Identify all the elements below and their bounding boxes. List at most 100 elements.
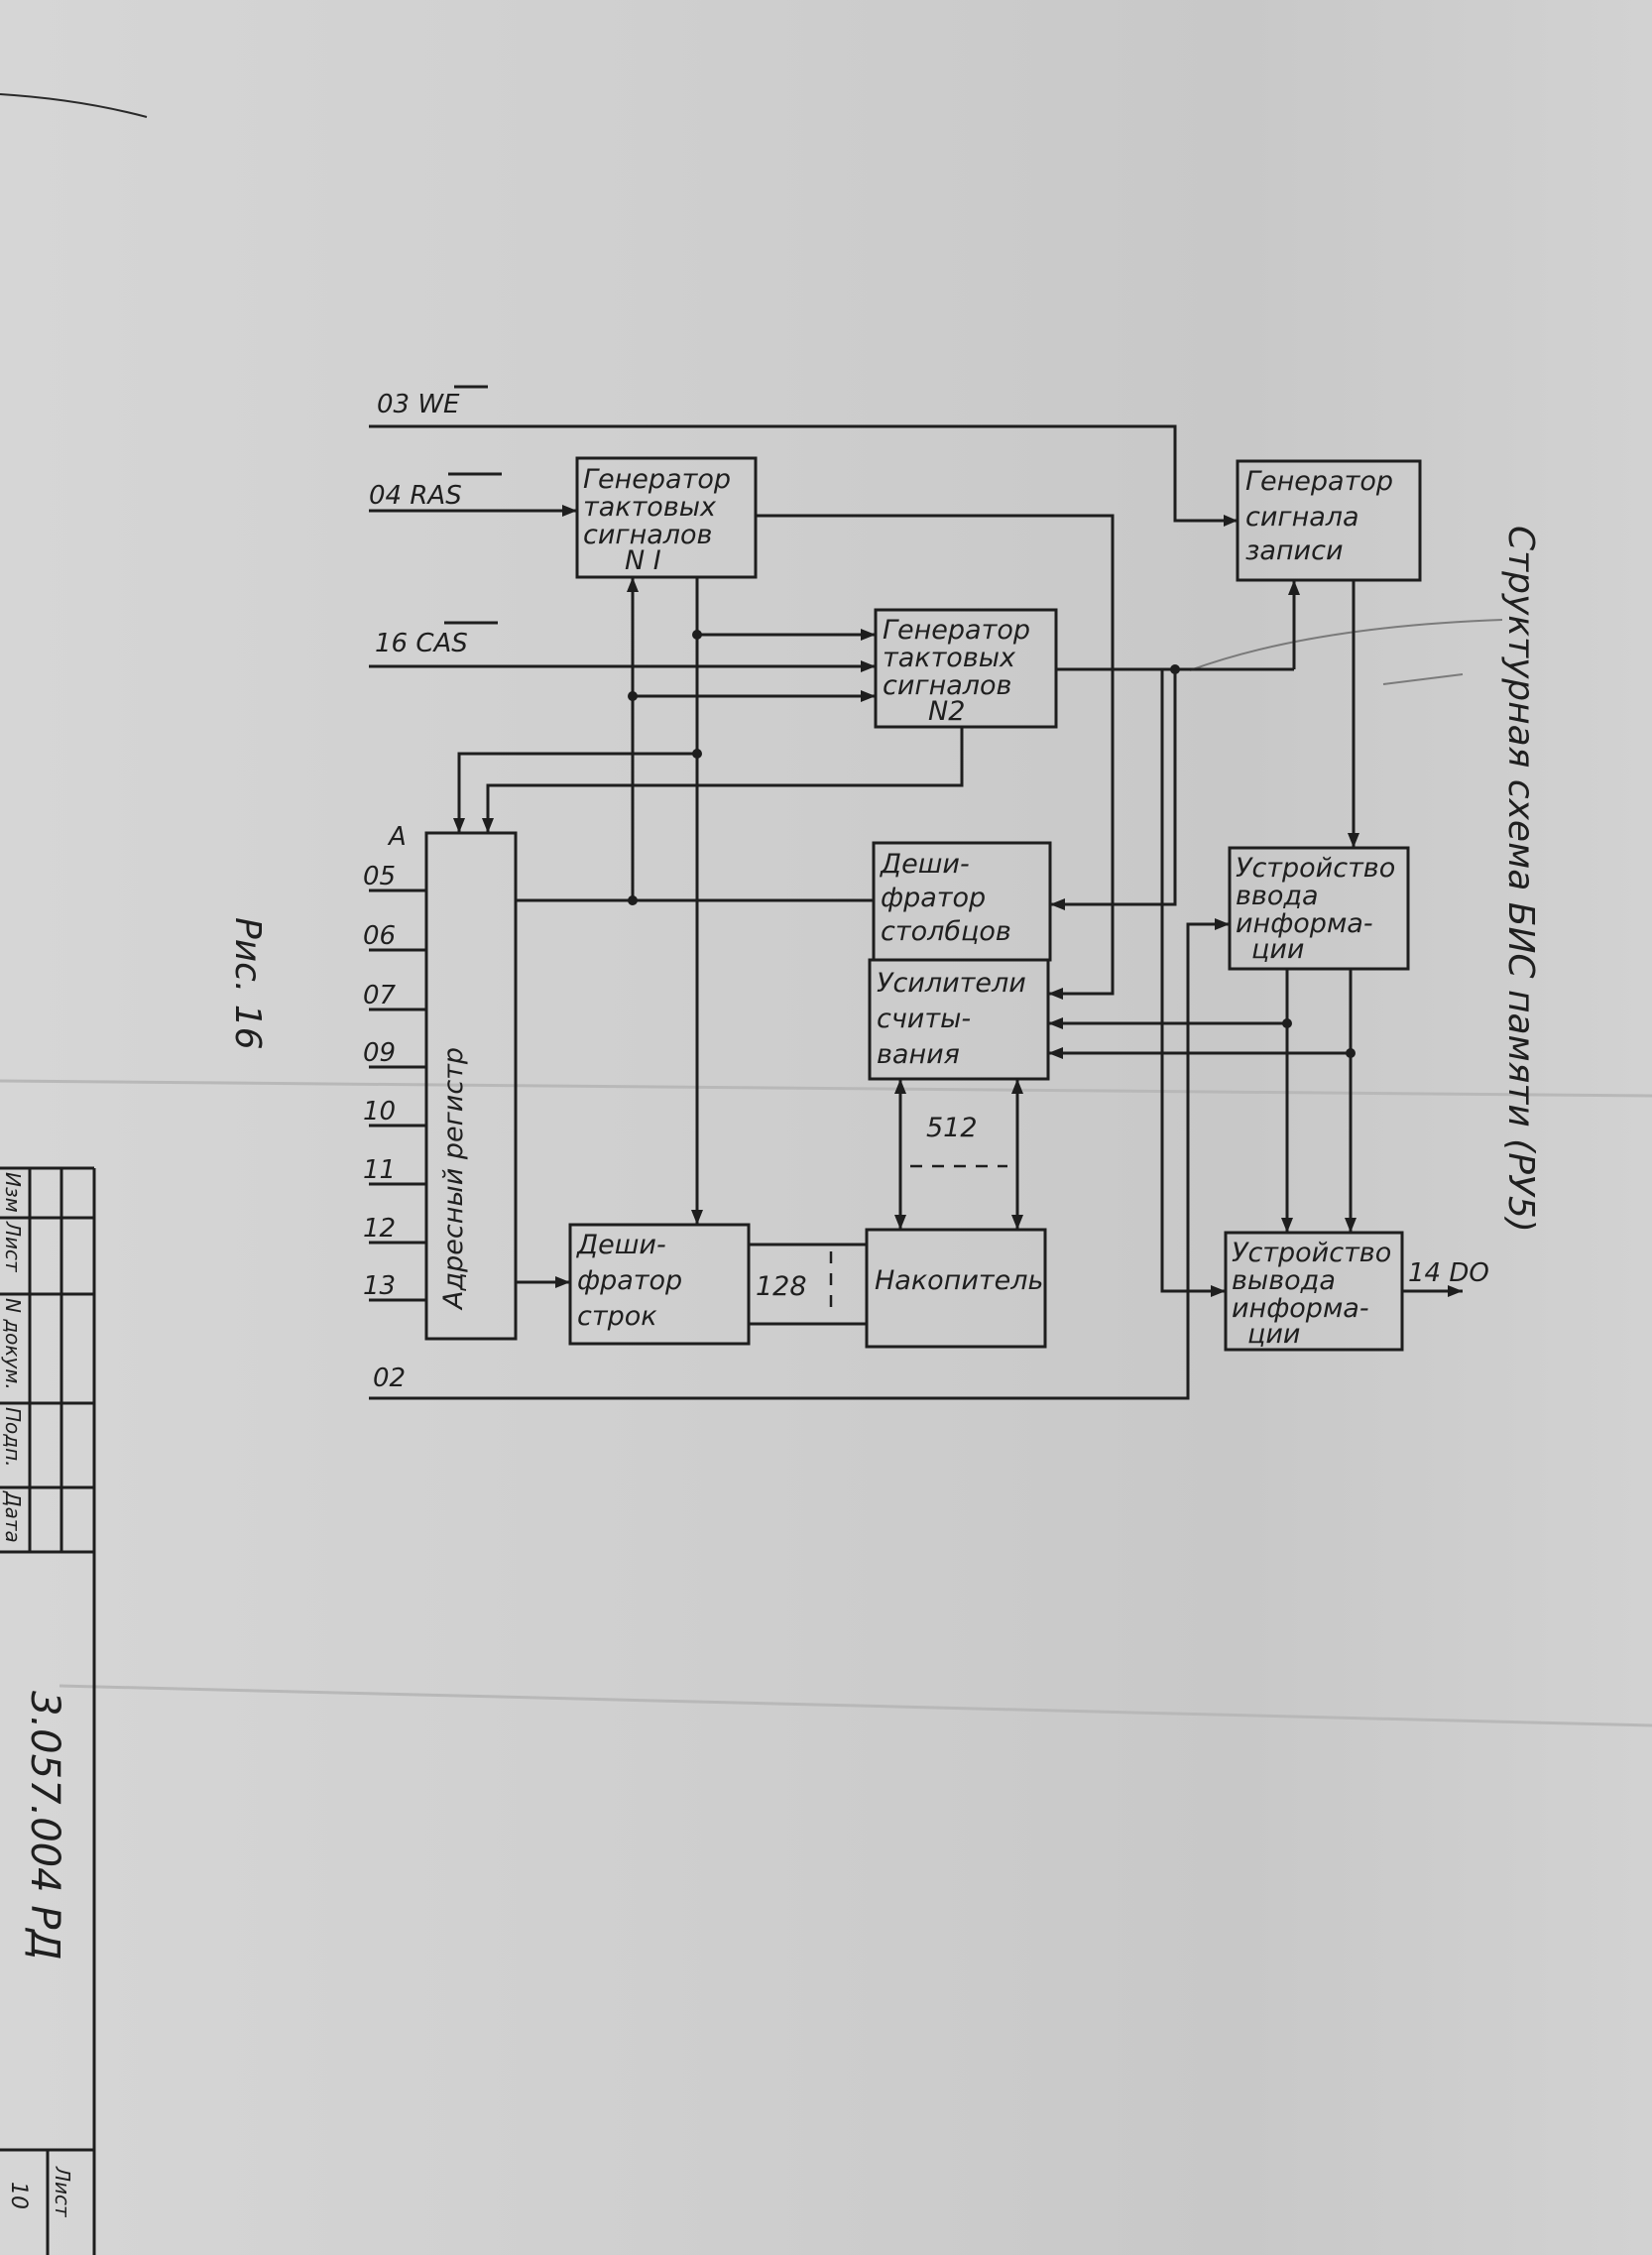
- svg-text:Усилители: Усилители: [877, 968, 1026, 999]
- stamp-sheet-number: 10: [6, 2182, 31, 2209]
- arrow-head: [1048, 1047, 1063, 1059]
- write-signal-generator: Генератор сигнала записи: [1236, 459, 1422, 582]
- arrow-head: [1281, 1218, 1293, 1233]
- addr-pin-09: 09: [363, 1038, 396, 1068]
- junction: [692, 630, 702, 640]
- arrow-head: [894, 1079, 906, 1094]
- svg-text:фратор: фратор: [577, 1265, 682, 1296]
- svg-text:Адресный регистр: Адресный регистр: [438, 1047, 469, 1311]
- svg-text:Генератор: Генератор: [1245, 466, 1393, 497]
- svg-text:вывода: вывода: [1232, 1265, 1336, 1296]
- arrow-head: [691, 1210, 703, 1225]
- wire-gen2-to-output: [1160, 669, 1226, 1293]
- arrow-head: [482, 818, 494, 833]
- addr-pin-12: 12: [363, 1214, 396, 1244]
- svg-text:считы-: считы-: [877, 1004, 971, 1034]
- bus-128-label: 128: [756, 1271, 807, 1302]
- svg-text:сигнала: сигнала: [1245, 502, 1359, 533]
- svg-text:Генератор: Генератор: [583, 464, 731, 495]
- arrow-head: [861, 629, 876, 641]
- svg-text:тактовых: тактовых: [583, 492, 717, 523]
- svg-text:ции: ции: [1251, 934, 1304, 965]
- arrow-head: [453, 818, 465, 833]
- svg-text:сигналов: сигналов: [883, 670, 1011, 701]
- svg-text:вания: вания: [877, 1039, 960, 1070]
- pencil-mark: [0, 93, 148, 118]
- pin-label-we: 03 WE: [377, 390, 460, 419]
- svg-text:ции: ции: [1247, 1319, 1300, 1350]
- stamp-header-doc: N докум.: [1, 1298, 25, 1390]
- svg-text:N I: N I: [625, 545, 661, 576]
- arrow-head: [861, 660, 876, 672]
- svg-text:Деши-: Деши-: [576, 1230, 666, 1260]
- pin-label-din: 02: [373, 1364, 406, 1393]
- pin-label-dout: 14 DO: [1408, 1258, 1489, 1288]
- arrow-head: [1348, 833, 1359, 848]
- svg-text:N2: N2: [928, 696, 965, 727]
- arrow-head: [1448, 1285, 1463, 1297]
- row-decoder: Деши- фратор строк: [568, 1223, 751, 1346]
- storage-array: Накопитель: [865, 1228, 1047, 1349]
- pencil-mark: [1382, 673, 1464, 685]
- arrow-head: [1048, 1017, 1063, 1029]
- svg-text:ввода: ввода: [1236, 881, 1319, 911]
- wire-gen1-to-sense: [756, 514, 1115, 996]
- svg-text:информа-: информа-: [1232, 1293, 1369, 1324]
- svg-text:Генератор: Генератор: [883, 615, 1030, 646]
- svg-text:столбцов: столбцов: [881, 916, 1011, 947]
- arrow-head: [1048, 988, 1063, 1000]
- paper-fold: [59, 1684, 1652, 1727]
- arrow-head: [1011, 1079, 1023, 1094]
- wire-gen2-to-col-decoder: [1050, 669, 1177, 906]
- column-decoder: Деши- фратор столбцов: [872, 841, 1052, 962]
- arrow-head: [1011, 1215, 1023, 1230]
- arrow-head: [555, 1276, 570, 1288]
- paper-fold: [0, 1079, 1652, 1098]
- stamp-doc-number: 3.057.004 РД: [22, 1691, 67, 1960]
- arrow-head: [861, 690, 876, 702]
- wire-gen2-to-addr-reg: [486, 727, 964, 833]
- arrow-head: [1288, 580, 1300, 595]
- data-input-device: Устройство ввода информа- ции: [1228, 846, 1410, 971]
- addr-pin-05: 05: [363, 862, 396, 891]
- pin-label-ras: 04 RAS: [369, 481, 462, 511]
- wire-gen1-to-addr-reg: [457, 752, 697, 833]
- svg-text:Устройство: Устройство: [1236, 853, 1395, 884]
- address-register: Адресный регистр: [424, 831, 518, 1341]
- wire-din-to-input: [369, 922, 1230, 1400]
- svg-text:записи: записи: [1245, 535, 1344, 566]
- wire-input-to-sense-b: [1048, 969, 1353, 1055]
- addr-pin-11: 11: [363, 1155, 396, 1185]
- arrow-head: [1050, 898, 1065, 910]
- svg-text:Устройство: Устройство: [1232, 1238, 1391, 1268]
- sense-amplifiers: Усилители считы- вания: [868, 958, 1050, 1081]
- figure-caption: Рис. 16: [227, 917, 268, 1050]
- title-stamp: Изм Лист N докум. Подп. Дата 3.057.004 Р…: [0, 1166, 96, 2255]
- junction: [692, 749, 702, 759]
- addr-pin-07: 07: [363, 981, 397, 1010]
- svg-text:тактовых: тактовых: [883, 643, 1016, 673]
- bus-512-label: 512: [926, 1113, 978, 1143]
- svg-text:Накопитель: Накопитель: [875, 1265, 1043, 1296]
- clock-generator-1: Генератор тактовых сигналов N I: [575, 456, 758, 579]
- stamp-header-izm: Изм: [1, 1172, 25, 1213]
- stamp-header-sign: Подп.: [1, 1407, 25, 1468]
- pencil-mark: [1189, 619, 1503, 671]
- data-output-device: Устройство вывода информа- ции: [1224, 1231, 1404, 1352]
- svg-text:сигналов: сигналов: [583, 520, 712, 550]
- addr-pin-10: 10: [363, 1097, 396, 1127]
- addr-pin-13: 13: [363, 1271, 396, 1301]
- arrow-head: [1224, 515, 1238, 527]
- wire-input-to-sense-a: [1048, 969, 1289, 1025]
- junction: [628, 691, 638, 701]
- svg-text:информа-: информа-: [1236, 908, 1373, 939]
- arrow-head: [562, 505, 577, 517]
- stamp-header-list: Лист: [1, 1221, 25, 1273]
- arrow-head: [1345, 1218, 1357, 1233]
- pin-label-cas: 16 CAS: [375, 629, 468, 658]
- svg-text:строк: строк: [577, 1301, 657, 1332]
- svg-text:Деши-: Деши-: [880, 849, 970, 880]
- stamp-header-date: Дата: [1, 1490, 25, 1543]
